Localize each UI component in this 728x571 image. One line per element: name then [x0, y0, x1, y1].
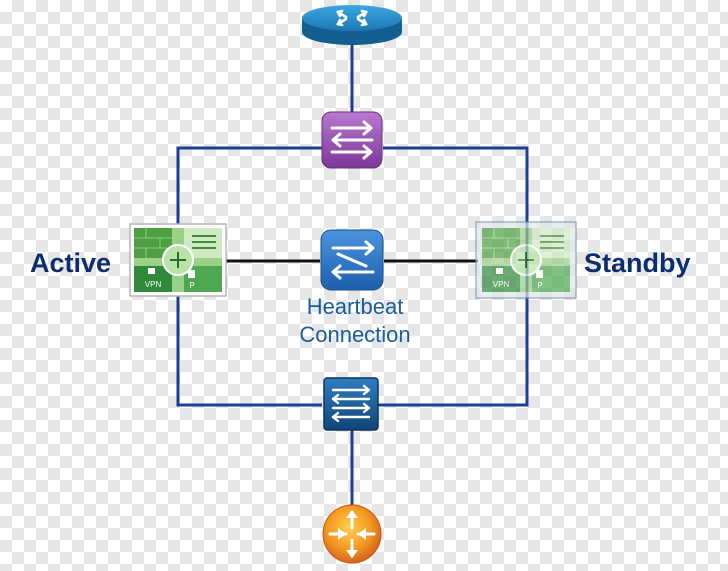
- bottom-router[interactable]: [322, 504, 382, 564]
- heartbeat-label: Heartbeat Connection: [272, 293, 438, 349]
- firewall-vpn-label: VPN: [493, 280, 510, 289]
- firewall-icon: [482, 228, 570, 292]
- firewall-icon: [134, 228, 222, 292]
- top-router[interactable]: [302, 5, 402, 45]
- switch-icon: [330, 120, 374, 160]
- firewall-p-label: P: [537, 281, 542, 290]
- heartbeat-label-line1: Heartbeat: [306, 294, 404, 319]
- heartbeat-switch[interactable]: [320, 229, 384, 291]
- bottom-switch[interactable]: [323, 377, 379, 431]
- firewall-p-label: P: [189, 281, 194, 290]
- switch-icon: [331, 240, 375, 280]
- firewall-vpn-label: VPN: [145, 280, 162, 289]
- standby-label: Standby: [584, 248, 691, 278]
- active-label: Active: [30, 248, 112, 278]
- active-firewall[interactable]: VPN P: [129, 223, 227, 297]
- heartbeat-label-line2: Connection: [299, 322, 411, 347]
- router-icon: [336, 9, 368, 27]
- router-icon: [328, 510, 376, 558]
- top-switch[interactable]: [321, 111, 383, 169]
- standby-firewall[interactable]: VPN P: [475, 221, 577, 299]
- switch-icon: [331, 384, 371, 423]
